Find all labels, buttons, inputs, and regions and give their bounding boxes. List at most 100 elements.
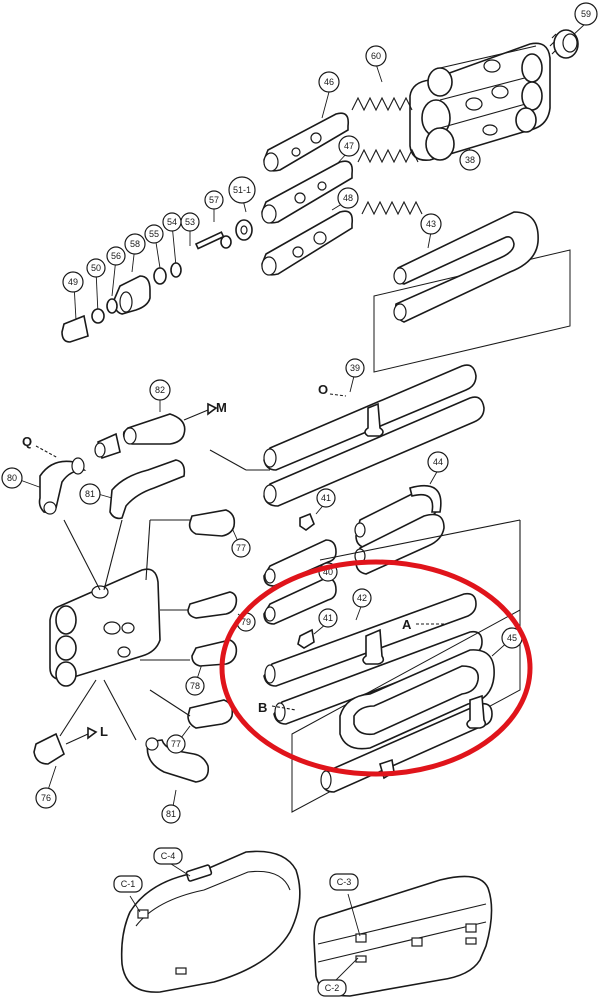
letter-a: A <box>402 617 412 632</box>
callout-bubble <box>144 224 164 244</box>
callout-number: 43 <box>426 219 436 229</box>
small-valve-parts <box>61 219 253 343</box>
direction-arrows <box>35 393 446 711</box>
callout-c49: 49 <box>62 271 84 293</box>
callout-c56: 56 <box>106 246 126 266</box>
callout-bubble <box>574 2 598 26</box>
callout-c80: 80 <box>1 467 23 489</box>
letter-q: Q <box>22 434 32 449</box>
callout-number: 42 <box>357 593 367 603</box>
callout-c81a: 81 <box>79 483 101 505</box>
callout-bubble <box>204 190 224 210</box>
finger-hook-41 <box>297 512 315 649</box>
callout-bubble <box>62 271 84 293</box>
callout-c46: 46 <box>318 71 340 93</box>
callout-number: 78 <box>190 681 200 691</box>
highlighted-tube-assembly <box>263 519 521 813</box>
callout-c57: 57 <box>204 190 224 210</box>
callout-bubble <box>316 488 336 508</box>
case-right <box>313 875 493 997</box>
callout-number: 54 <box>167 217 177 227</box>
tube-39 <box>209 364 485 507</box>
callout-cC3: C-3 <box>329 873 359 891</box>
callout-bubble <box>228 176 256 204</box>
callout-bubble <box>124 233 146 255</box>
callout-c48: 48 <box>337 187 359 209</box>
callout-bubble <box>1 467 23 489</box>
callout-number: 49 <box>68 277 78 287</box>
callout-number: 48 <box>343 193 353 203</box>
callout-number: 41 <box>323 613 333 623</box>
callout-c53: 53 <box>180 212 200 232</box>
callout-c42: 42 <box>352 588 372 608</box>
callout-bubble <box>427 451 449 473</box>
callout-c39: 39 <box>345 358 365 378</box>
callout-number: 50 <box>91 263 101 273</box>
callout-number: 38 <box>465 155 475 165</box>
callout-bubble <box>153 847 183 865</box>
callout-number: 79 <box>241 617 251 627</box>
callout-number: 59 <box>581 9 591 19</box>
valve-cap-59 <box>549 29 579 59</box>
callout-bubble <box>459 149 481 171</box>
callout-c54: 54 <box>162 212 182 232</box>
letter-m: M <box>216 400 227 415</box>
callout-bubble <box>337 187 359 209</box>
callout-c41b: 41 <box>318 608 338 628</box>
callout-bubble <box>329 873 359 891</box>
valve-pistons <box>261 112 354 276</box>
callout-bubble <box>352 588 372 608</box>
callout-number: 41 <box>321 493 331 503</box>
callout-c59: 59 <box>574 2 598 26</box>
callout-c77b: 77 <box>166 734 186 754</box>
callout-bubble <box>166 734 186 754</box>
callout-number: 39 <box>350 363 360 373</box>
callout-bubble <box>86 258 106 278</box>
callout-cC2: C-2 <box>317 979 347 997</box>
callout-bubble <box>338 135 360 157</box>
callout-c50: 50 <box>86 258 106 278</box>
callout-number: C-1 <box>121 879 136 889</box>
callout-number: 77 <box>171 739 181 749</box>
callout-number: 57 <box>209 195 219 205</box>
callout-bubble <box>79 483 101 505</box>
letter-o: O <box>318 382 328 397</box>
callout-number: 46 <box>324 77 334 87</box>
crook-80 <box>38 457 87 515</box>
callout-c76: 76 <box>35 787 57 809</box>
letter-l: L <box>100 724 108 739</box>
callout-bubble <box>318 71 340 93</box>
highlight-ellipse <box>219 559 533 777</box>
callout-c58: 58 <box>124 233 146 255</box>
callout-bubble <box>106 246 126 266</box>
callout-bubble <box>149 379 171 401</box>
callout-number: 58 <box>130 239 140 249</box>
callout-bubble <box>161 804 181 824</box>
callout-c81b: 81 <box>161 804 181 824</box>
callout-number: C-3 <box>337 877 352 887</box>
mouthpiece-76 <box>33 726 98 765</box>
callout-bubble <box>162 212 182 232</box>
callout-bubble <box>231 538 251 558</box>
callout-c55: 55 <box>144 224 164 244</box>
callout-bubble <box>345 358 365 378</box>
callout-number: 81 <box>166 809 176 819</box>
callout-c43: 43 <box>420 213 442 235</box>
tube-81-upper <box>109 459 186 520</box>
callout-c78: 78 <box>185 676 205 696</box>
callout-number: 51-1 <box>233 185 251 195</box>
callout-c47: 47 <box>338 135 360 157</box>
callout-bubble <box>420 213 442 235</box>
callout-number: C-2 <box>325 983 340 993</box>
callout-c60: 60 <box>365 45 387 67</box>
tube-79-77-78 <box>140 509 238 729</box>
callout-bubble <box>317 979 347 997</box>
callout-bubble <box>365 45 387 67</box>
case-left <box>120 850 301 993</box>
callout-number: 53 <box>185 217 195 227</box>
callout-number: 45 <box>507 633 517 643</box>
tubes-40-42 <box>263 539 337 625</box>
callout-number: 44 <box>433 457 443 467</box>
callout-bubble <box>318 608 338 628</box>
